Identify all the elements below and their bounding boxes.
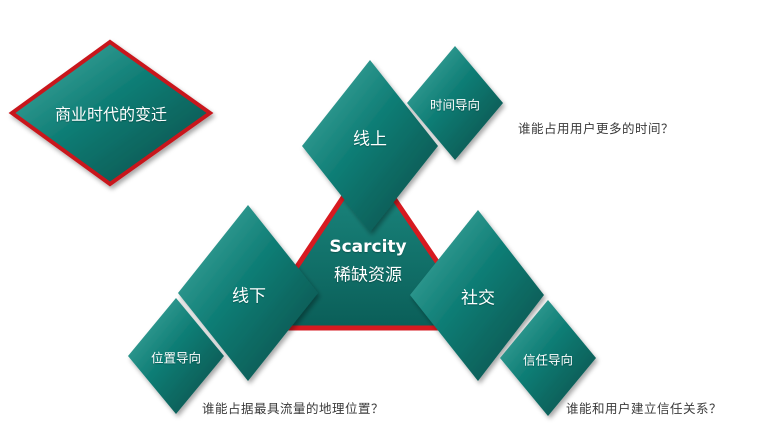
center-label-en: Scarcity: [329, 237, 407, 257]
trust-tag-diamond: [500, 300, 596, 416]
online-label: 线上: [353, 129, 387, 150]
offline-label: 线下: [232, 286, 266, 307]
offline-diamond: [178, 205, 318, 381]
trust-question: 谁能和用户建立信任关系？: [566, 401, 723, 416]
time-tag-diamond: [407, 46, 503, 160]
title-label: 商业时代的变迁: [54, 105, 168, 124]
trust-tag-label: 信任导向: [522, 352, 574, 368]
location-tag-diamond: [128, 298, 224, 414]
online-diamond: [302, 60, 438, 232]
location-tag-label: 位置导向: [150, 350, 202, 366]
time-tag-label: 时间导向: [429, 97, 481, 113]
social-diamond: [410, 210, 544, 381]
time-question: 谁能占用用户更多的时间？: [518, 121, 675, 136]
social-label: 社交: [461, 288, 495, 309]
title-diamond: [8, 39, 214, 187]
center-label-cn: 稀缺资源: [334, 265, 402, 286]
location-question: 谁能占据最具流量的地理位置？: [202, 401, 385, 416]
